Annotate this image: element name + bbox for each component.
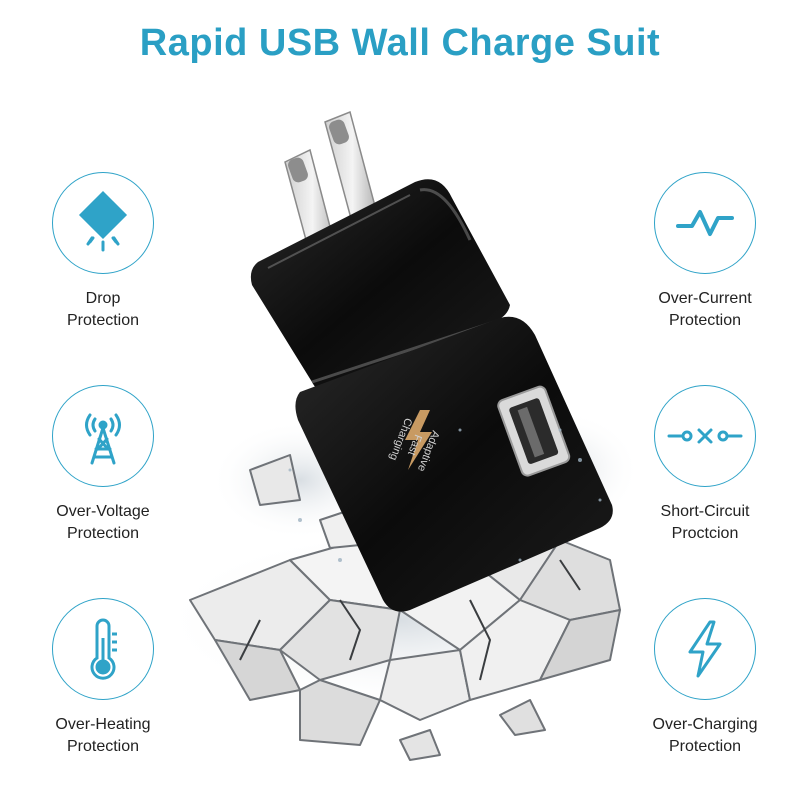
- drop-label-line2: Protection: [66, 312, 140, 329]
- over-voltage-label-line1: Over-Voltage: [56, 503, 150, 520]
- lightning-logo: [405, 410, 432, 470]
- lightning-bolt-icon: [654, 598, 756, 700]
- circuit-break-icon: [654, 385, 756, 487]
- thermometer-icon: [52, 598, 154, 700]
- charger-body: [250, 179, 613, 612]
- product-image: Adaptive Fast Charging: [170, 110, 640, 761]
- feature-short-circuit-protection: Short-Circuit Proctcion: [620, 385, 790, 545]
- tower-signal-icon: [52, 385, 154, 487]
- drop-label-line1: Drop: [85, 290, 121, 307]
- page-title: Rapid USB Wall Charge Suit: [139, 22, 661, 64]
- over-current-label-line2: Protection: [668, 312, 742, 329]
- feature-over-charging-protection: Over-Charging Protection: [620, 598, 790, 758]
- over-charging-label-line2: Protection: [668, 738, 742, 755]
- feature-drop-protection: Drop Protection: [18, 172, 188, 332]
- over-voltage-label-line2: Protection: [66, 525, 140, 542]
- feature-over-heating-protection: Over-Heating Protection: [18, 598, 188, 758]
- short-circuit-label-line2: Proctcion: [671, 525, 739, 542]
- over-heating-label-line2: Protection: [66, 738, 140, 755]
- drop-diamond-icon: [52, 172, 154, 274]
- feature-over-voltage-protection: Over-Voltage Protection: [18, 385, 188, 545]
- short-circuit-label-line1: Short-Circuit: [660, 503, 750, 520]
- over-heating-label-line1: Over-Heating: [55, 716, 151, 733]
- feature-over-current-protection: Over-Current Protection: [620, 172, 790, 332]
- over-current-label-line1: Over-Current: [658, 290, 752, 307]
- over-charging-label-line1: Over-Charging: [652, 716, 758, 733]
- pulse-wave-icon: [654, 172, 756, 274]
